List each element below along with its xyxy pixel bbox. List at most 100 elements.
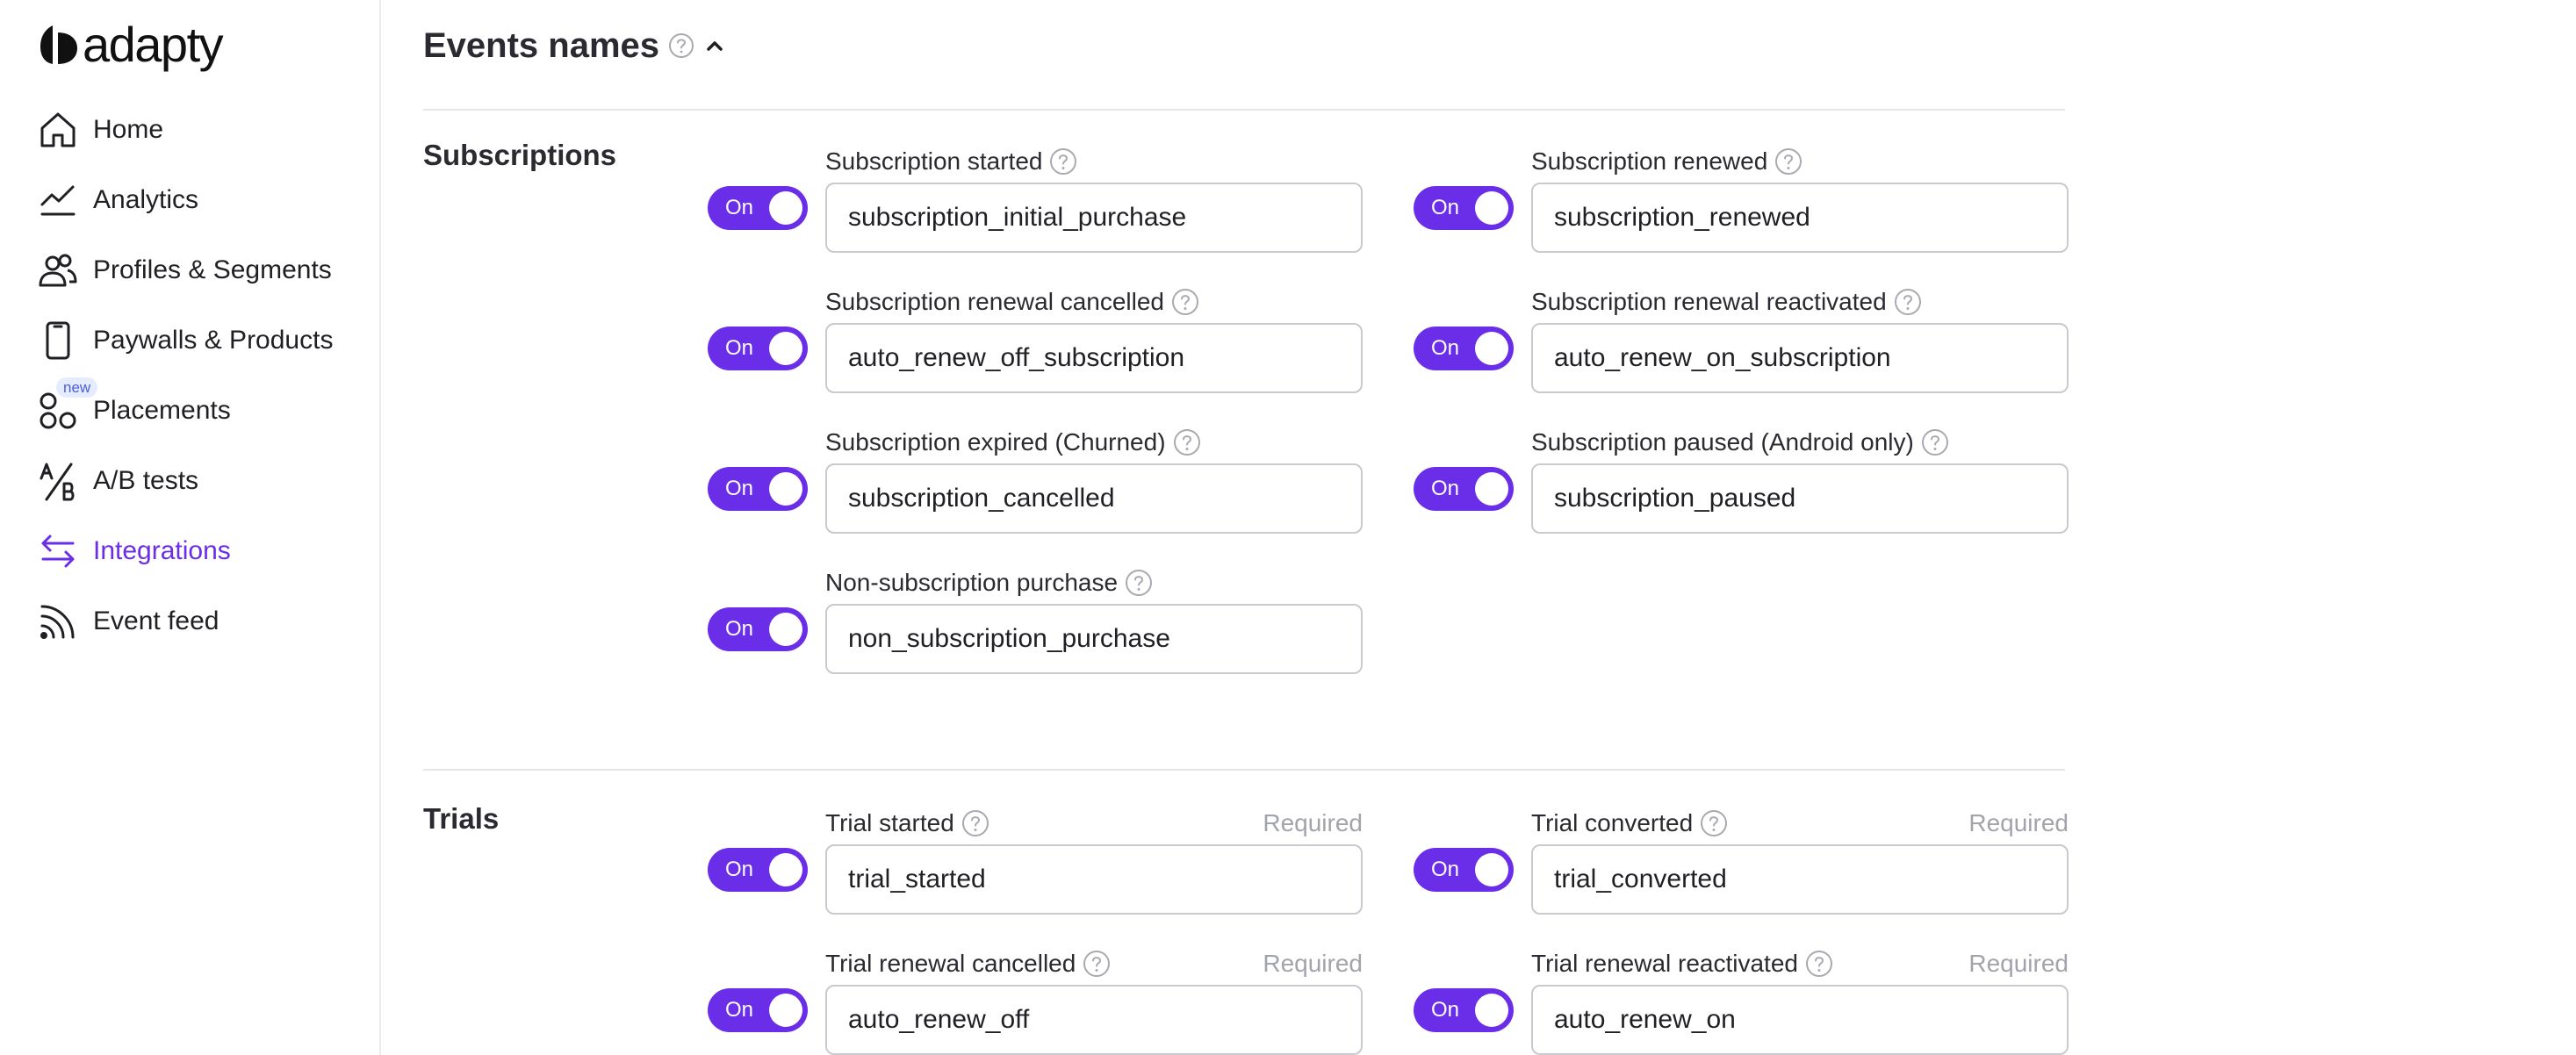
sidebar: adapty Home Analytics — [0, 0, 381, 1055]
toggle-label: On — [725, 196, 754, 219]
sidebar-item-paywalls[interactable]: Paywalls & Products — [35, 305, 369, 376]
event-field: Subscription paused (Android only)On — [1414, 427, 2169, 546]
event-toggle[interactable]: On — [708, 186, 808, 230]
field-label: Subscription renewal reactivated — [1531, 288, 1887, 315]
field-label-row: Non-subscription purchase — [825, 567, 1363, 599]
event-name-input[interactable] — [825, 183, 1363, 253]
event-toggle[interactable]: On — [708, 607, 808, 651]
sidebar-item-label: Event feed — [93, 606, 219, 635]
event-toggle[interactable]: On — [1414, 988, 1514, 1032]
toggle-knob — [769, 472, 802, 506]
section-header[interactable]: Events names — [423, 19, 726, 72]
event-field: Subscription expired (Churned) On — [708, 427, 1463, 546]
help-icon[interactable] — [1805, 950, 1833, 978]
group-title-subscriptions: Subscriptions — [423, 139, 617, 171]
help-icon[interactable] — [1700, 809, 1728, 837]
sidebar-item-integrations[interactable]: Integrations — [35, 516, 369, 586]
phone-icon — [35, 318, 81, 363]
main-content: Events names Subscriptions Subscription … — [423, 0, 2074, 1055]
sidebar-item-ab-tests[interactable]: A/B tests — [35, 446, 369, 516]
field-label-row: Trial renewal reactivated Required — [1531, 948, 2069, 980]
field-label-row: Trial renewal cancelled Required — [825, 948, 1363, 980]
field-label: Subscription expired (Churned) — [825, 428, 1166, 456]
help-icon[interactable] — [668, 32, 694, 59]
field-label: Subscription renewed — [1531, 147, 1768, 175]
event-name-input[interactable] — [1531, 183, 2069, 253]
event-name-input[interactable] — [825, 323, 1363, 393]
field-label: Trial renewal reactivated — [1531, 950, 1798, 977]
field-label: Subscription renewal cancelled — [825, 288, 1164, 315]
sidebar-item-label: Analytics — [93, 185, 199, 214]
event-toggle[interactable]: On — [708, 327, 808, 370]
toggle-label: On — [1431, 998, 1460, 1022]
event-toggle[interactable]: On — [708, 988, 808, 1032]
toggle-knob — [1475, 853, 1508, 886]
toggle-knob — [1475, 191, 1508, 225]
help-icon[interactable] — [1083, 950, 1111, 978]
required-label: Required — [1968, 809, 2069, 836]
event-name-input[interactable] — [825, 985, 1363, 1055]
event-toggle[interactable]: On — [1414, 327, 1514, 370]
integrations-icon — [35, 528, 81, 574]
field-label: Non-subscription purchase — [825, 569, 1119, 596]
home-icon — [35, 107, 81, 153]
help-icon[interactable] — [1173, 428, 1201, 456]
field-label-row: Subscription renewal reactivated — [1531, 286, 2069, 318]
toggle-label: On — [1431, 477, 1460, 500]
field-label-row: Subscription expired (Churned) — [825, 427, 1363, 458]
help-icon[interactable] — [1774, 147, 1802, 176]
help-icon[interactable] — [1171, 288, 1199, 316]
group-title-trials: Trials — [423, 802, 500, 835]
placements-icon — [35, 388, 81, 434]
event-name-input[interactable] — [825, 463, 1363, 534]
event-name-input[interactable] — [1531, 985, 2069, 1055]
field-label: Trial renewal cancelled — [825, 950, 1076, 977]
profiles-icon — [35, 248, 81, 293]
toggle-knob — [1475, 332, 1508, 365]
required-label: Required — [1968, 950, 2069, 977]
adapty-logo[interactable]: adapty — [40, 16, 224, 74]
event-toggle[interactable]: On — [708, 467, 808, 511]
toggle-label: On — [725, 477, 754, 500]
sidebar-item-placements[interactable]: new Placements — [35, 376, 369, 446]
help-icon[interactable] — [961, 809, 989, 837]
event-name-input[interactable] — [825, 604, 1363, 674]
chevron-up-icon[interactable] — [703, 34, 726, 57]
help-icon[interactable] — [1894, 288, 1922, 316]
sidebar-item-profiles[interactable]: Profiles & Segments — [35, 235, 369, 305]
toggle-label: On — [1431, 336, 1460, 360]
event-toggle[interactable]: On — [1414, 467, 1514, 511]
event-name-input[interactable] — [1531, 463, 2069, 534]
sidebar-item-analytics[interactable]: Analytics — [35, 165, 369, 235]
sidebar-item-event-feed[interactable]: Event feed — [35, 586, 369, 657]
help-icon[interactable] — [1125, 569, 1153, 597]
sidebar-item-label: Profiles & Segments — [93, 255, 332, 284]
group-divider — [423, 769, 2065, 771]
toggle-knob — [769, 853, 802, 886]
sidebar-nav: Home Analytics — [35, 95, 369, 657]
event-name-input[interactable] — [825, 844, 1363, 915]
section-divider — [423, 109, 2065, 111]
toggle-label: On — [725, 617, 754, 641]
sidebar-item-home[interactable]: Home — [35, 95, 369, 165]
event-toggle[interactable]: On — [708, 848, 808, 892]
event-toggle[interactable]: On — [1414, 848, 1514, 892]
sidebar-item-label: Integrations — [93, 536, 231, 565]
brand-name: adapty — [83, 17, 224, 72]
event-name-input[interactable] — [1531, 844, 2069, 915]
help-icon[interactable] — [1921, 428, 1949, 456]
event-name-input[interactable] — [1531, 323, 2069, 393]
adapty-logo-icon — [40, 25, 77, 64]
toggle-label: On — [725, 336, 754, 360]
toggle-knob — [769, 191, 802, 225]
event-toggle[interactable]: On — [1414, 186, 1514, 230]
help-icon[interactable] — [1049, 147, 1077, 176]
required-label: Required — [1263, 950, 1363, 977]
toggle-label: On — [725, 998, 754, 1022]
